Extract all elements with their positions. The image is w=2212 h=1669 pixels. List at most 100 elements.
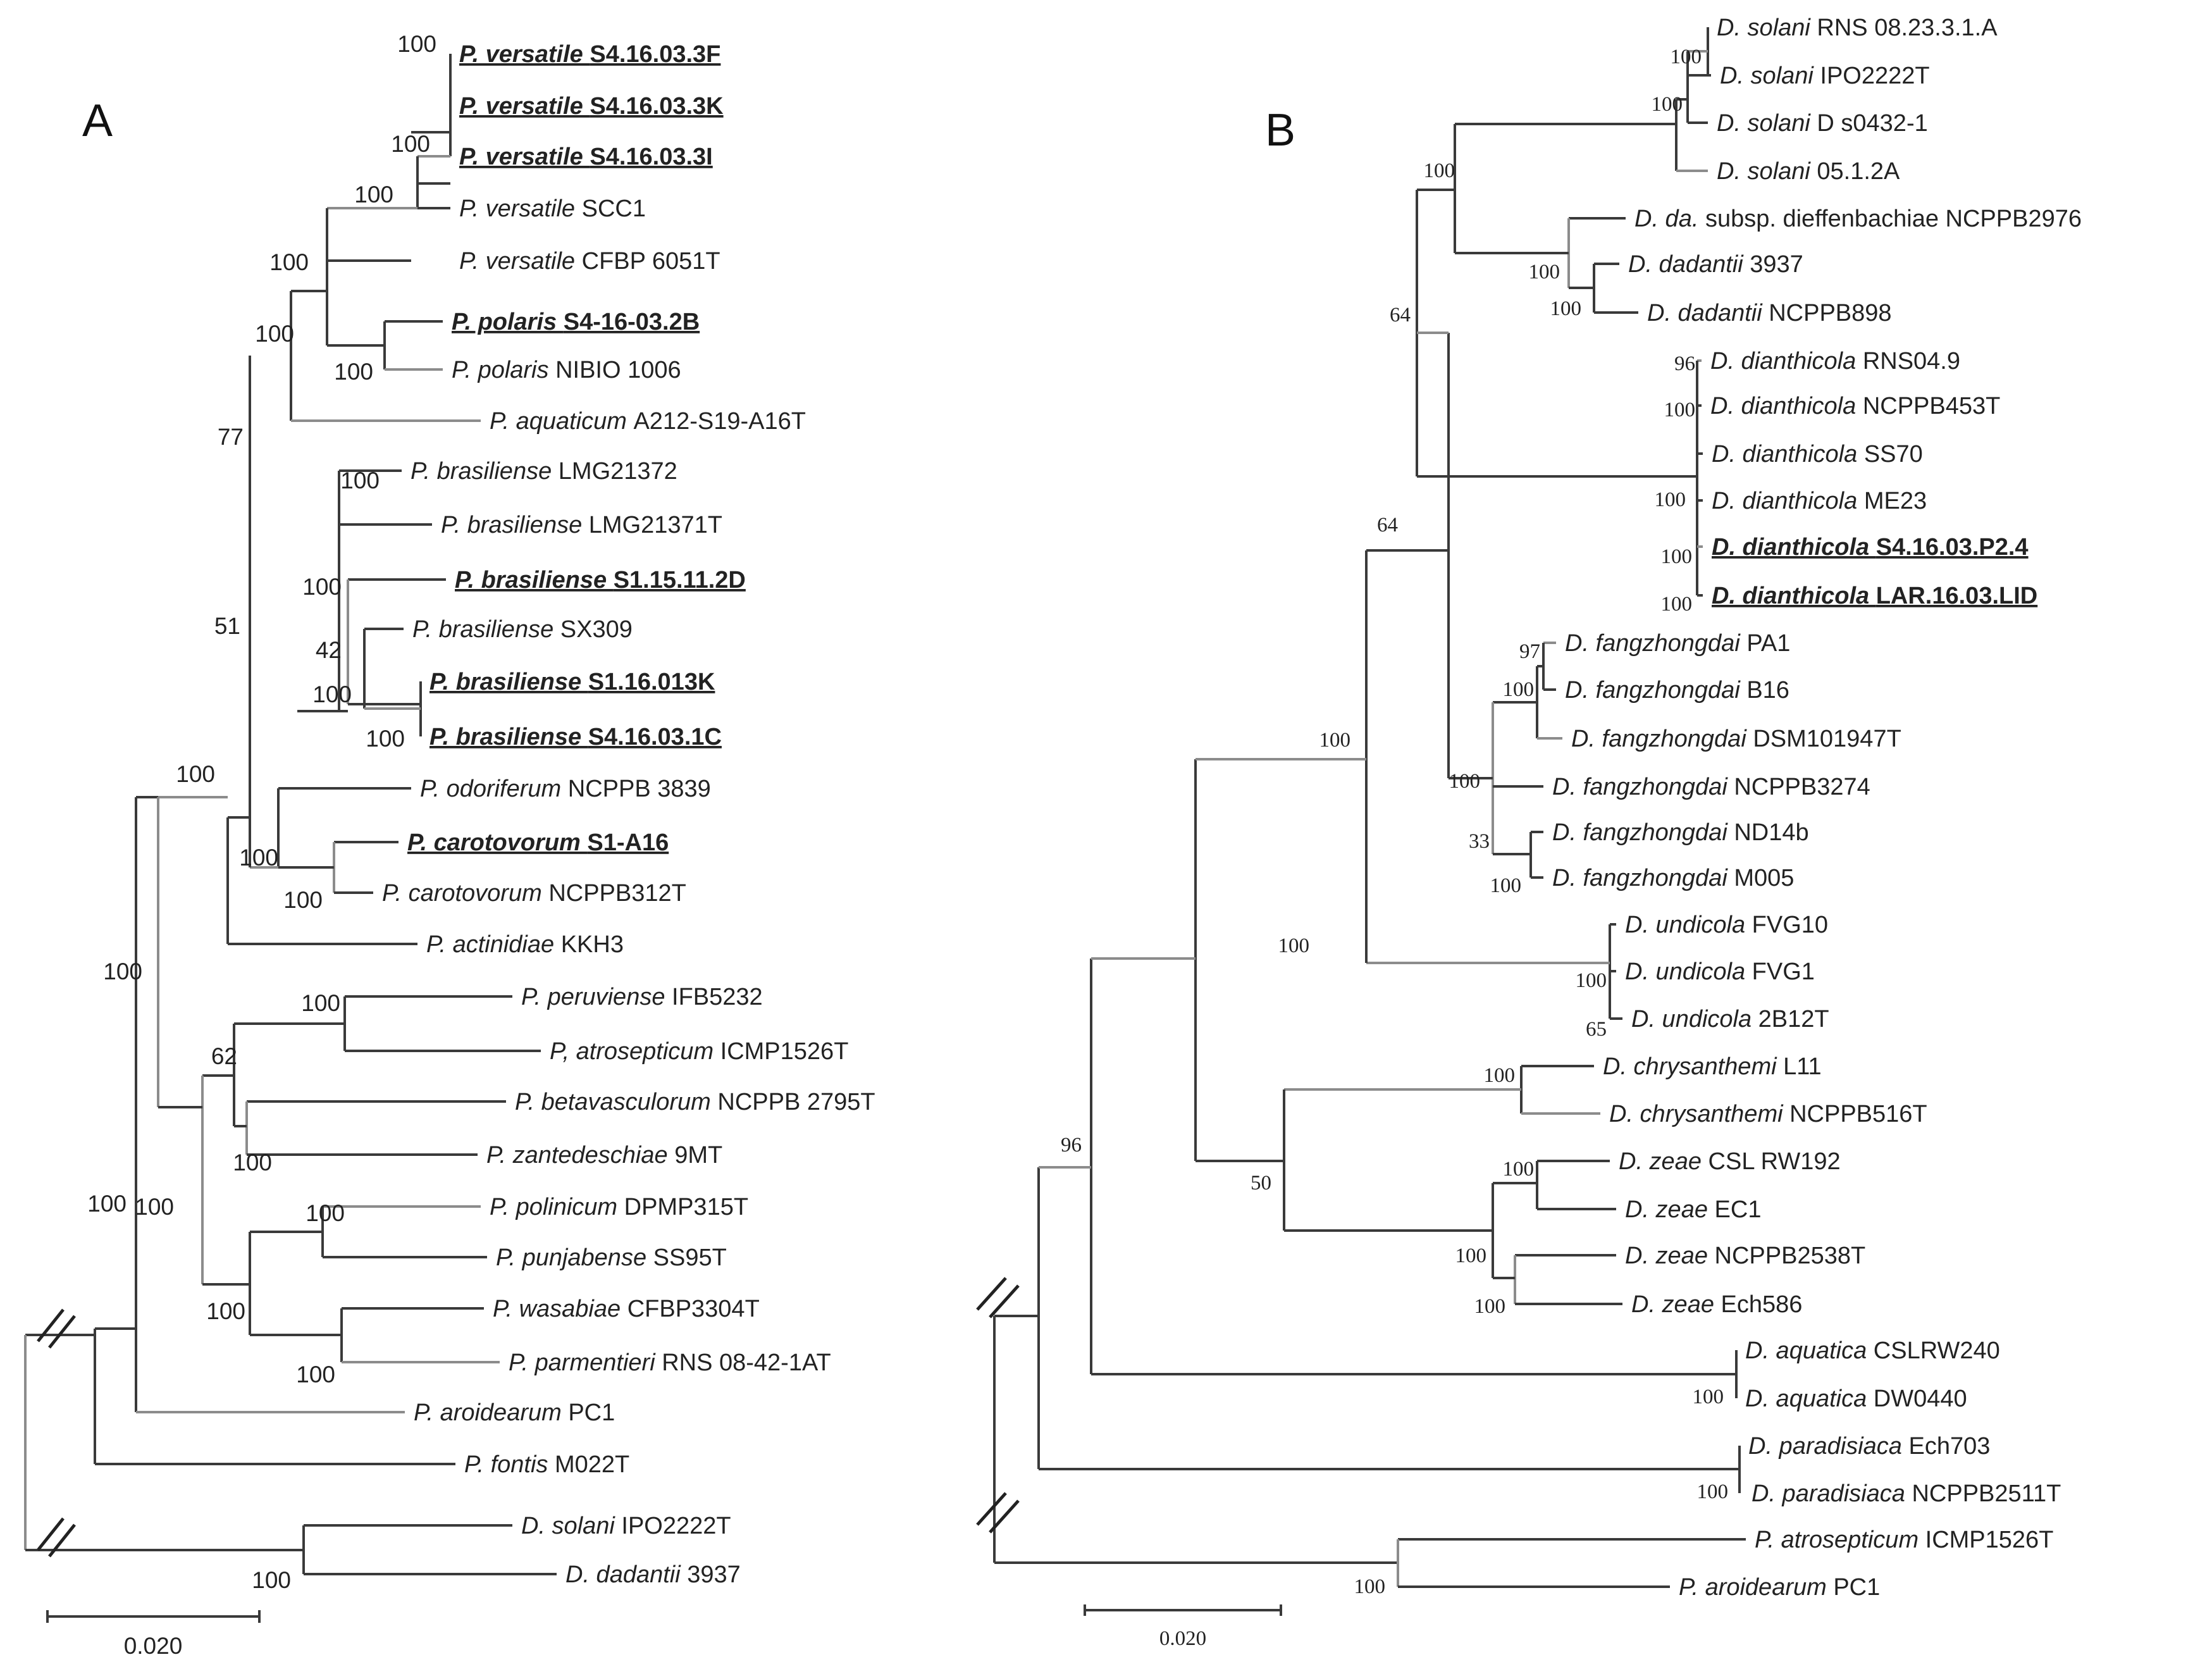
bootstrap-value: 62 xyxy=(211,1043,237,1069)
leaf-label: P. wasabiae CFBP3304T xyxy=(493,1296,760,1322)
leaf-strain: 3937 xyxy=(687,1561,741,1588)
leaf-species: D. dianthicola xyxy=(1712,583,1876,609)
leaf-label: D. dianthicola NCPPB453T xyxy=(1710,393,2000,419)
bootstrap-value: 100 xyxy=(301,990,340,1016)
leaf-strain: S4.16.03.3F xyxy=(590,41,720,68)
leaf-label: P. odoriferum NCPPB 3839 xyxy=(420,776,711,802)
leaf-species: P. brasiliense xyxy=(429,669,588,695)
leaf-species: P. peruviense xyxy=(521,984,672,1010)
branch-break-mark xyxy=(48,1315,76,1349)
leaf-strain: LMG21372 xyxy=(559,458,677,485)
leaf-species: P. versatile xyxy=(459,248,582,275)
leaf-label: D. solani 05.1.2A xyxy=(1717,158,1900,185)
leaf-strain: 3937 xyxy=(1750,251,1803,278)
leaf-label: P. versatile S4.16.03.3F xyxy=(459,41,720,68)
leaf-strain: M022T xyxy=(555,1451,629,1478)
leaf-species: P. parmentieri xyxy=(509,1349,662,1376)
leaf-strain: S4.16.03.3I xyxy=(590,144,712,170)
leaf-species: P. polinicum xyxy=(490,1194,624,1220)
leaf-strain: 05.1.2A xyxy=(1817,158,1900,185)
leaf-strain: IPO2222T xyxy=(621,1513,731,1539)
bootstrap-value: 100 xyxy=(269,249,309,275)
leaf-strain: CSLRW240 xyxy=(1874,1337,2000,1364)
leaf-strain: PC1 xyxy=(568,1399,615,1426)
bootstrap-value: 100 xyxy=(206,1298,245,1324)
leaf-strain: PA1 xyxy=(1746,630,1790,657)
leaf-label: P. versatile SCC1 xyxy=(459,195,646,222)
leaf-species: P. brasiliense xyxy=(455,567,614,593)
bootstrap-value: 100 xyxy=(1490,874,1522,897)
leaf-strain: 2B12T xyxy=(1758,1006,1829,1033)
leaf-species: D. paradisiaca xyxy=(1752,1480,1912,1507)
leaf-species: P. fontis xyxy=(464,1451,555,1478)
leaf-label: P. aroidearum PC1 xyxy=(414,1399,615,1426)
leaf-strain: NCPPB312T xyxy=(548,880,686,907)
leaf-species: D. chrysanthemi xyxy=(1603,1053,1783,1080)
leaf-species: D. da. xyxy=(1634,206,1705,232)
bootstrap-value: 100 xyxy=(1576,969,1607,992)
leaf-label: P. aroidearum PC1 xyxy=(1679,1574,1880,1601)
leaf-label: D. paradisiaca Ech703 xyxy=(1748,1433,1990,1460)
leaf-species: P, atrosepticum xyxy=(550,1038,720,1065)
bootstrap-value: 100 xyxy=(1503,678,1535,701)
leaf-label: D. aquatica CSLRW240 xyxy=(1745,1337,2000,1364)
leaf-label: D. dadantii 3937 xyxy=(565,1561,741,1588)
leaf-species: D. fangzhongdai xyxy=(1552,865,1734,891)
leaf-species: P. brasiliense xyxy=(412,616,560,643)
leaf-label: D. undicola 2B12T xyxy=(1631,1006,1829,1033)
bootstrap-value: 51 xyxy=(214,613,240,639)
leaf-strain: SCC1 xyxy=(582,195,646,222)
leaf-label: P. versatile S4.16.03.3I xyxy=(459,144,713,170)
leaf-strain: A212-S19-A16T xyxy=(633,408,806,435)
leaf-species: D. zeae xyxy=(1625,1196,1715,1223)
bootstrap-value: 100 xyxy=(1503,1158,1535,1181)
leaf-species: D. fangzhongdai xyxy=(1552,774,1734,800)
leaf-strain: subsp. dieffenbachiae NCPPB2976 xyxy=(1705,206,2082,232)
leaf-species: P. odoriferum xyxy=(420,776,568,802)
bootstrap-value: 64 xyxy=(1390,304,1411,326)
leaf-species: P. atrosepticum xyxy=(1755,1527,1925,1553)
leaf-label: D. fangzhongdai ND14b xyxy=(1552,819,1809,846)
leaf-species: D. fangzhongdai xyxy=(1565,677,1746,704)
leaf-strain: ICMP1526T xyxy=(720,1038,849,1065)
bootstrap-value: 100 xyxy=(1474,1295,1506,1318)
bootstrap-value: 100 xyxy=(283,887,323,913)
leaf-strain: ND14b xyxy=(1734,819,1808,846)
leaf-label: D. fangzhongdai PA1 xyxy=(1565,630,1790,657)
bootstrap-value: 100 xyxy=(1424,159,1455,182)
leaf-species: P. wasabiae xyxy=(493,1296,627,1322)
leaf-species: D. solani xyxy=(1720,63,1820,89)
bootstrap-value: 50 xyxy=(1251,1172,1271,1194)
leaf-species: D. dianthicola xyxy=(1710,348,1863,375)
leaf-label: D. dianthicola RNS04.9 xyxy=(1710,348,1960,375)
leaf-species: P. aroidearum xyxy=(414,1399,568,1426)
leaf-species: P. polaris xyxy=(452,309,564,335)
branch-break-mark xyxy=(976,1492,1007,1526)
panel-label-b: B xyxy=(1265,105,1295,156)
bootstrap-value: 64 xyxy=(1377,514,1398,537)
leaf-strain: LAR.16.03.LID xyxy=(1876,583,2038,609)
bootstrap-value: 100 xyxy=(397,31,436,57)
leaf-label: D. chrysanthemi L11 xyxy=(1603,1053,1822,1080)
leaf-label: P. versatile CFBP 6051T xyxy=(459,248,720,275)
leaf-species: P. punjabense xyxy=(496,1244,653,1271)
leaf-strain: L11 xyxy=(1783,1053,1822,1080)
bootstrap-value: 100 xyxy=(340,468,380,493)
leaf-label: P. brasiliense SX309 xyxy=(412,616,633,643)
leaf-label: D. undicola FVG1 xyxy=(1625,959,1815,985)
leaf-label: D. undicola FVG10 xyxy=(1625,912,1828,938)
leaf-label: D. zeae NCPPB2538T xyxy=(1625,1243,1865,1269)
leaf-label: P, atrosepticum ICMP1526T xyxy=(550,1038,848,1065)
bootstrap-value: 33 xyxy=(1469,830,1490,853)
leaf-species: D. fangzhongdai xyxy=(1552,819,1734,846)
bootstrap-value: 100 xyxy=(1354,1575,1386,1598)
leaf-species: D. dianthicola xyxy=(1712,534,1876,561)
leaf-strain: ME23 xyxy=(1864,488,1927,514)
leaf-label: P. polaris S4-16-03.2B xyxy=(452,309,700,335)
leaf-label: P. betavasculorum NCPPB 2795T xyxy=(515,1089,875,1115)
leaf-species: P. zantedeschiae xyxy=(486,1142,674,1169)
leaf-strain: 9MT xyxy=(674,1142,722,1169)
leaf-strain: FVG1 xyxy=(1752,959,1815,985)
leaf-strain: Ech586 xyxy=(1721,1291,1803,1318)
leaf-species: P. versatile xyxy=(459,41,590,68)
